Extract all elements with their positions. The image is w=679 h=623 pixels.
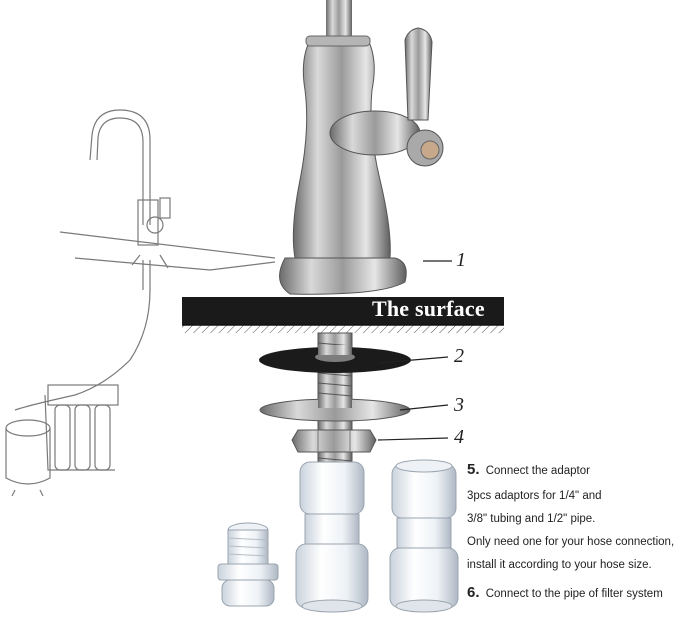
part-number-2: 2 xyxy=(454,345,464,367)
step-6-number: 6. xyxy=(467,584,480,601)
push-fit-adaptor xyxy=(217,522,279,607)
part-number-3: 3 xyxy=(454,394,464,416)
washer-steel xyxy=(259,398,411,422)
step-6: 6. Connect to the pipe of filter system xyxy=(467,584,663,601)
note-line-2: 3/8" tubing and 1/2" pipe. xyxy=(467,513,596,525)
leader-lines xyxy=(377,260,452,441)
faucet-illustration xyxy=(279,0,444,295)
note-line-4: install it according to your hose size. xyxy=(467,559,652,571)
surface-slab xyxy=(182,297,504,333)
ro-system-sketch xyxy=(5,109,276,497)
hex-nut xyxy=(291,429,377,453)
surface-label: The surface xyxy=(372,296,485,321)
step-5-title: Connect the adaptor xyxy=(485,465,590,477)
note-line-3: Only need one for your hose connection, xyxy=(467,536,675,548)
part-number-1: 1 xyxy=(456,249,466,271)
push-fit-adaptor xyxy=(295,461,369,613)
push-fit-adaptor xyxy=(389,459,459,613)
washer-rubber xyxy=(259,345,411,373)
note-line-1: 3pcs adaptors for 1/4" and xyxy=(467,490,602,502)
step-5-number: 5. xyxy=(467,461,480,478)
step-6-title: Connect to the pipe of filter system xyxy=(485,588,663,600)
part-number-4: 4 xyxy=(454,426,464,448)
step-5: 5. Connect the adaptor xyxy=(467,461,590,478)
